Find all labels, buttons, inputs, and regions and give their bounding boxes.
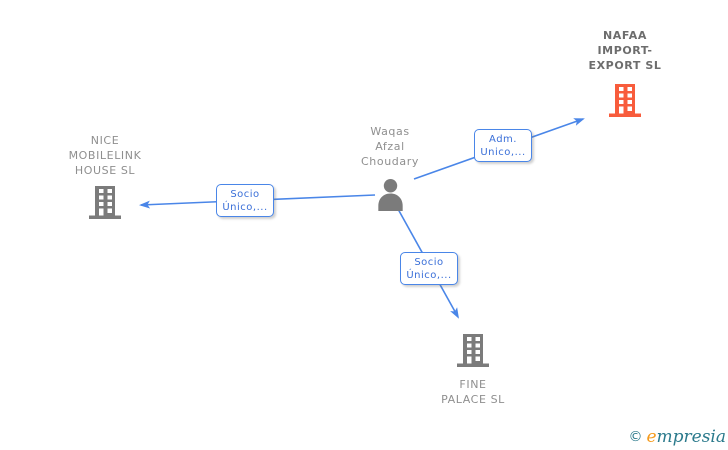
copyright-symbol: © (628, 429, 643, 445)
company-name-line: IMPORT- (597, 44, 653, 57)
relation-label-line: Socio (414, 256, 444, 268)
company-name: FINE PALACE SL (403, 377, 543, 407)
company-node-nafaa[interactable]: NAFAA IMPORT- EXPORT SL (555, 28, 695, 122)
company-name-line: EXPORT SL (588, 59, 662, 72)
building-icon (555, 82, 695, 122)
company-name-line: NICE (90, 134, 120, 147)
company-name-line: NAFAA (603, 29, 647, 42)
relation-label-adm-unico[interactable]: Adm. Unico,... (474, 129, 532, 162)
relation-label-line: Único,... (222, 201, 268, 213)
brand-wordmark: empresia (646, 427, 726, 447)
person-name-line: Choudary (361, 155, 419, 168)
empresia-logo: ©empresia (628, 427, 726, 447)
brand-initial: e (646, 427, 657, 447)
person-name-line: Waqas (370, 125, 410, 138)
company-name-line: PALACE SL (441, 393, 505, 406)
relation-label-socio-unico-nice[interactable]: Socio Único,... (216, 184, 274, 217)
person-name-line: Afzal (375, 140, 405, 153)
company-name: NAFAA IMPORT- EXPORT SL (555, 28, 695, 73)
relation-label-line: Único,... (406, 269, 452, 281)
company-node-nice[interactable]: NICE MOBILELINK HOUSE SL (35, 133, 175, 224)
relation-label-line: Socio (230, 188, 260, 200)
building-icon (35, 184, 175, 224)
relation-label-line: Adm. (489, 133, 517, 145)
company-name: NICE MOBILELINK HOUSE SL (35, 133, 175, 178)
building-icon (403, 332, 543, 372)
company-name-line: HOUSE SL (74, 164, 136, 177)
person-name: Waqas Afzal Choudary (320, 124, 460, 169)
person-node-waqas-afzal-choudary[interactable]: Waqas Afzal Choudary (320, 124, 460, 215)
company-name-line: FINE (459, 378, 487, 391)
relation-label-socio-unico-fine[interactable]: Socio Único,... (400, 252, 458, 285)
person-icon (320, 178, 460, 215)
relation-label-line: Unico,... (480, 146, 526, 158)
brand-rest: mpresia (656, 427, 727, 447)
company-name-line: MOBILELINK (68, 149, 142, 162)
company-node-fine[interactable]: FINE PALACE SL (403, 332, 543, 407)
